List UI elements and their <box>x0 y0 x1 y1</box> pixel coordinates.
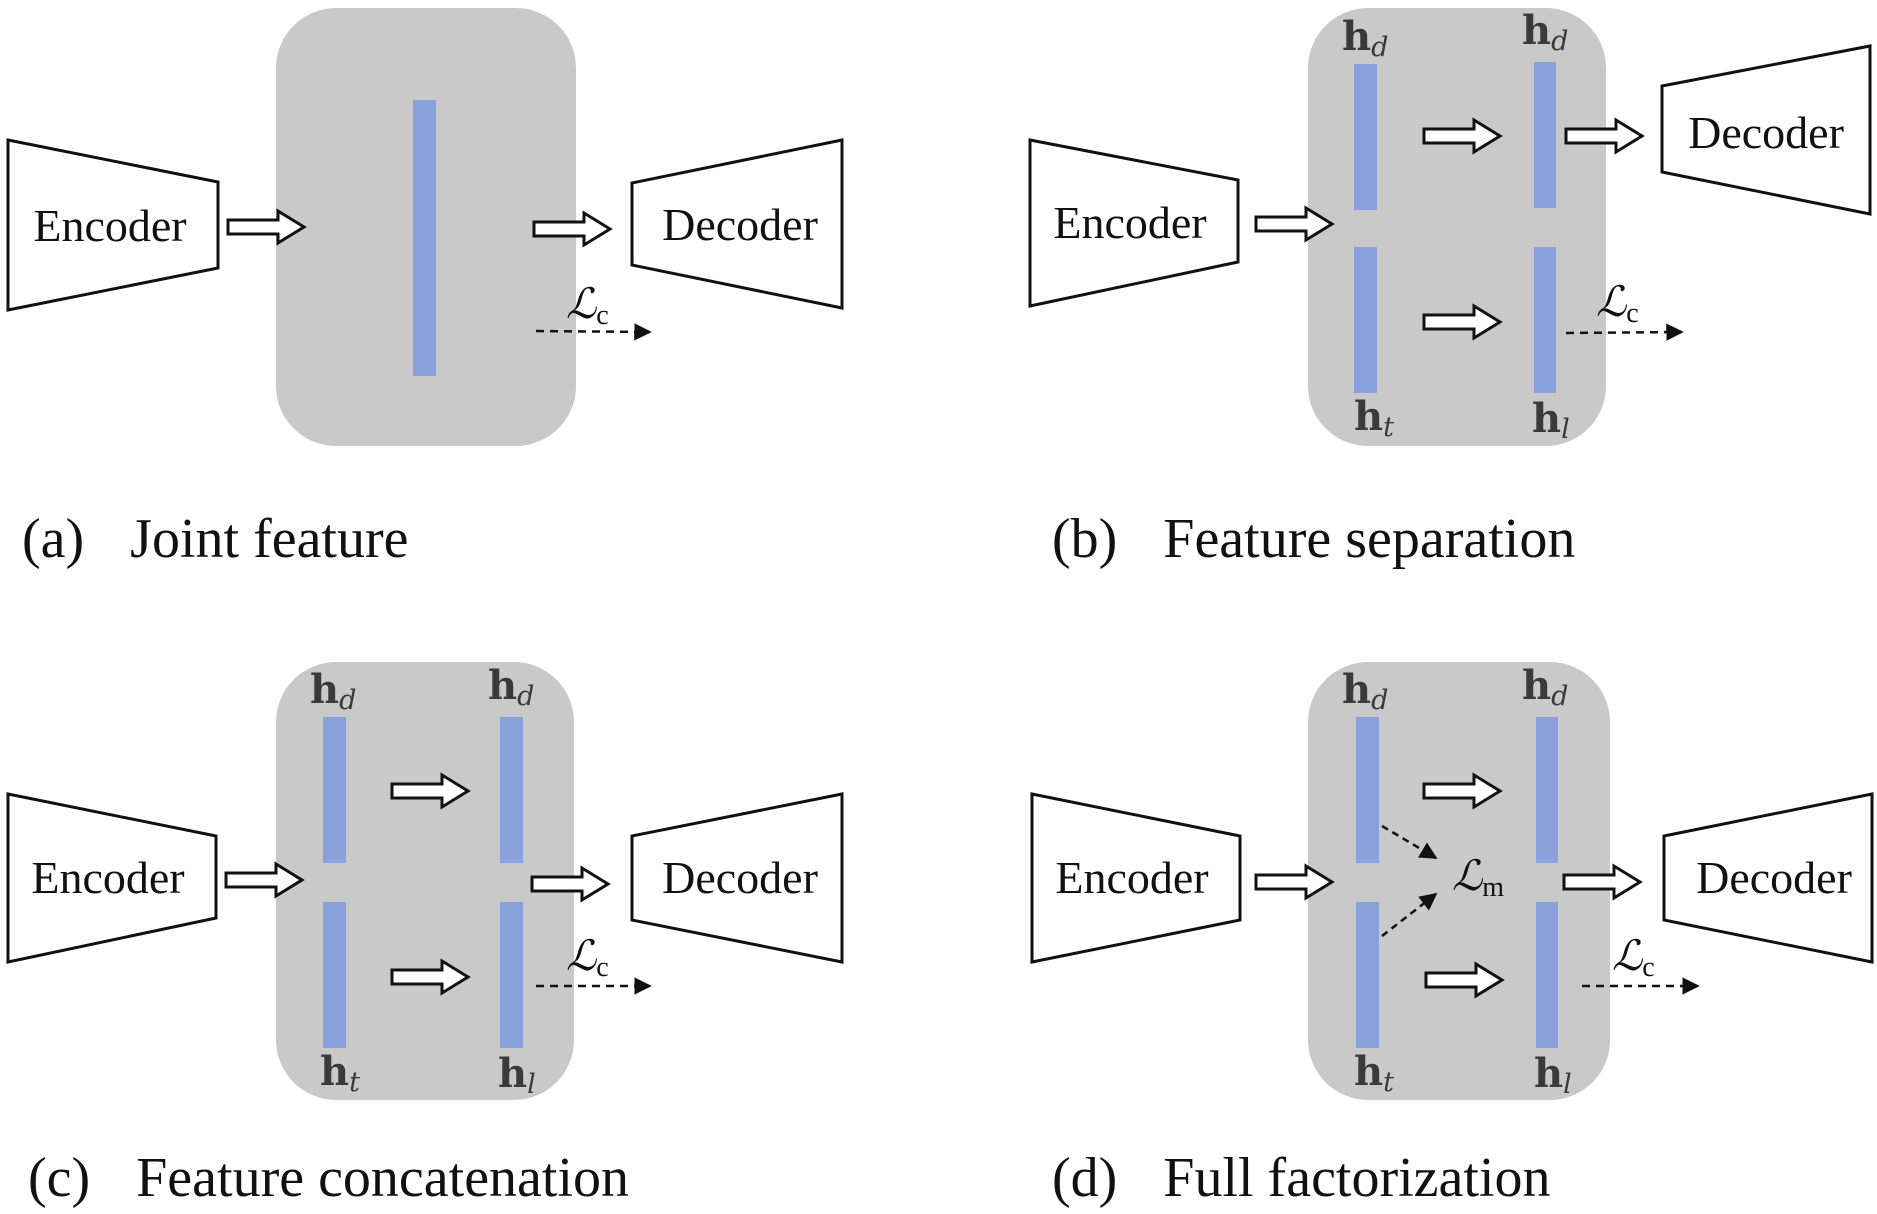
decoder-block <box>630 138 844 310</box>
panel-c-feature-concatenation: Encoder hd ht hd hl Decoder ℒc (c)Featur… <box>6 662 844 1209</box>
label-hd-right: hd <box>1522 662 1568 712</box>
label-ht-left: ht <box>1354 1048 1394 1098</box>
decoder-block <box>630 792 844 964</box>
panel-d-full-factorization: Encoder hd ht ℒm hd hl Decoder ℒc (d)Ful… <box>1030 662 1874 1209</box>
feature-bar-hl-right <box>1536 902 1558 1048</box>
label-ht-left: ht <box>1354 393 1394 443</box>
feature-bar-hl-right <box>500 902 523 1048</box>
classification-loss-arrow <box>1565 323 1684 341</box>
caption-d: (d)Full factorization <box>1052 1147 1551 1209</box>
caption-a: (a)Joint feature <box>22 508 409 570</box>
label-hd-left: hd <box>310 666 356 716</box>
decoder-label: Decoder <box>1688 107 1844 158</box>
latent-space-box <box>1308 8 1606 446</box>
label-hl-right: hl <box>498 1050 536 1100</box>
feature-bar-ht-left <box>323 902 346 1048</box>
encoder-block <box>1028 138 1240 308</box>
label-hd-right: hd <box>488 662 534 712</box>
caption-b: (b)Feature separation <box>1052 508 1575 570</box>
feature-bar-hd-right <box>1534 62 1556 208</box>
mutual-loss-arrow-top <box>1381 824 1438 860</box>
encoder-label: Encoder <box>1053 197 1206 248</box>
decoder-block <box>1660 44 1872 216</box>
latent-space-box <box>1308 662 1610 1100</box>
feature-bar-hd-left <box>323 717 346 863</box>
classification-loss-label: ℒc <box>566 931 609 983</box>
joint-feature-bar <box>413 100 436 376</box>
label-hd-right: hd <box>1522 7 1568 57</box>
encoder-label: Encoder <box>33 200 186 251</box>
feature-bar-hd-left <box>1354 64 1377 210</box>
feature-bar-hd-left <box>1356 717 1379 863</box>
panel-a-joint-feature: Encoder Decoder ℒc (a)Joint feature <box>6 8 844 570</box>
decoder-label: Decoder <box>662 199 818 250</box>
encoder-label: Encoder <box>1055 852 1208 903</box>
label-ht-left: ht <box>320 1048 360 1098</box>
feature-bar-hd-right <box>1536 717 1558 863</box>
encoder-label: Encoder <box>31 852 184 903</box>
feature-bar-ht-left <box>1354 247 1377 393</box>
latent-space-box <box>276 662 574 1100</box>
label-hd-left: hd <box>1342 666 1388 716</box>
feature-bar-hd-right <box>500 717 523 863</box>
classification-loss-label: ℒc <box>1612 931 1655 983</box>
encoder-block <box>6 138 220 312</box>
label-hd-left: hd <box>1342 13 1388 63</box>
classification-loss-label: ℒc <box>566 279 609 331</box>
classification-loss-arrow <box>535 323 652 341</box>
decoder-label: Decoder <box>1696 852 1852 903</box>
mutual-loss-label: ℒm <box>1452 851 1504 903</box>
decoder-block <box>1662 792 1874 964</box>
encoder-block <box>6 792 218 964</box>
classification-loss-label: ℒc <box>1596 277 1639 329</box>
decoder-label: Decoder <box>662 852 818 903</box>
panel-b-feature-separation: Encoder hd ht hd hl Decoder ℒc (b)Featur… <box>1028 7 1872 570</box>
feature-bar-hl-right <box>1534 247 1556 393</box>
label-hl-right: hl <box>1532 395 1570 445</box>
encoder-block <box>1030 792 1242 964</box>
feature-bar-ht-left <box>1356 902 1379 1048</box>
label-hl-right: hl <box>1534 1050 1572 1100</box>
caption-c: (c)Feature concatenation <box>28 1147 629 1209</box>
